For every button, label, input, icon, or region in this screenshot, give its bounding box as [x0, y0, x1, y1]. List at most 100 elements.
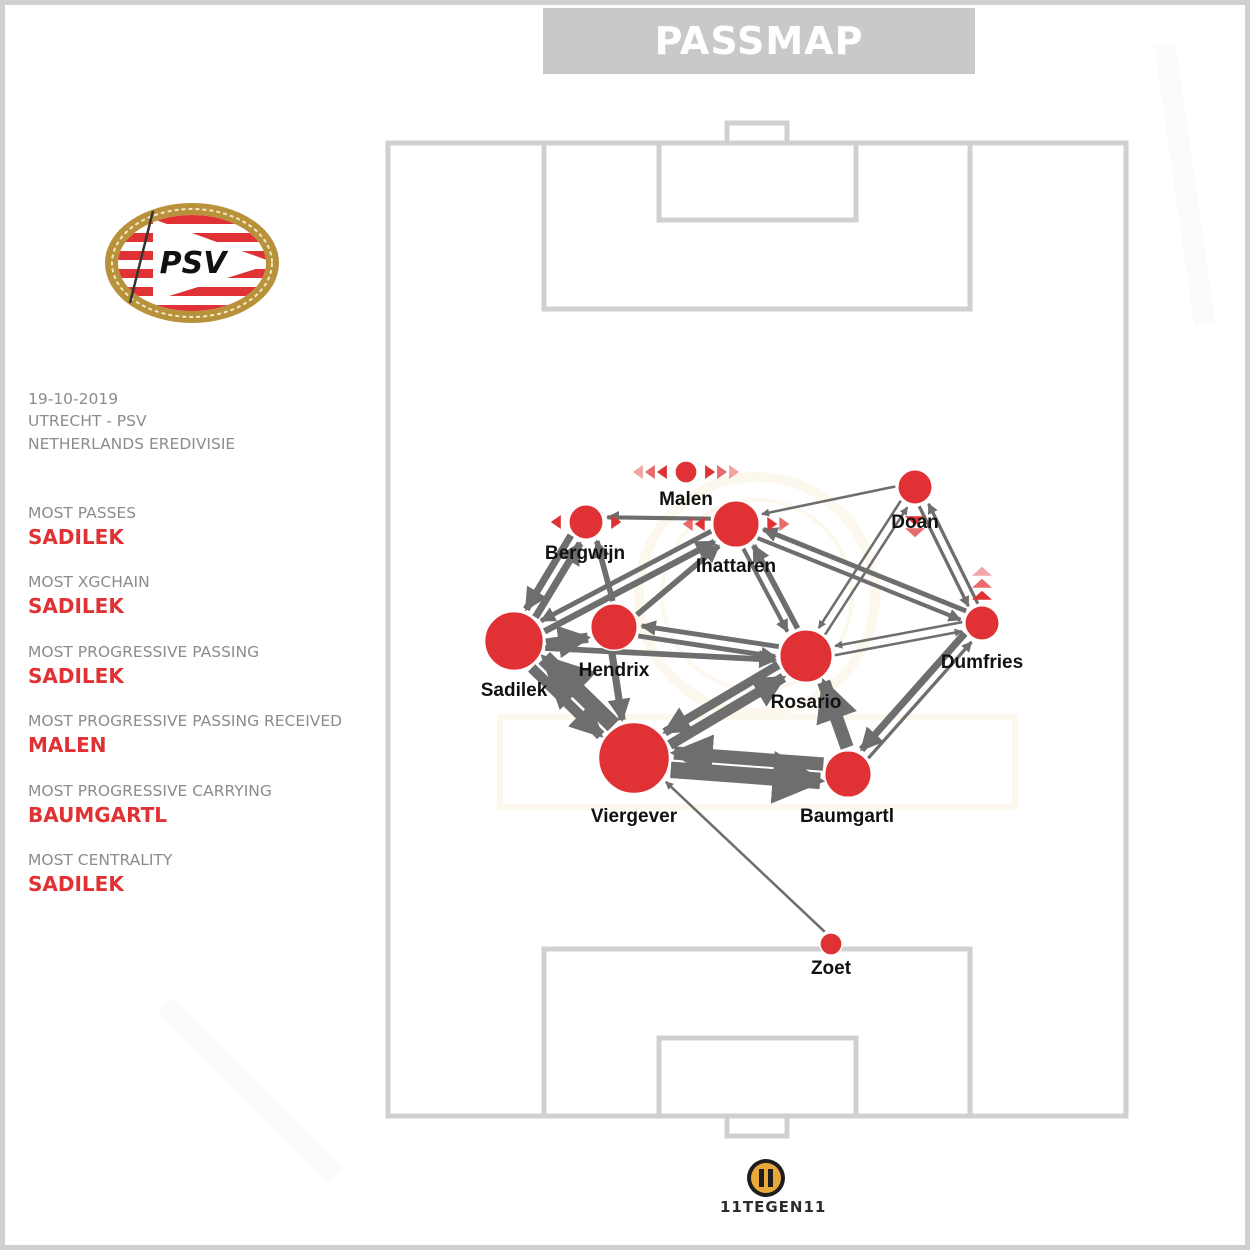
player-label-doan: Doan — [891, 512, 939, 533]
pass-hendrix-to-bergwijn — [592, 539, 616, 602]
logo-text: PSV — [160, 246, 230, 281]
pass-sadilek-to-viergever — [528, 664, 605, 740]
indicator-doan-down-1 — [905, 516, 925, 526]
indicator-malen-left-2 — [644, 465, 655, 479]
goal-area-top — [656, 140, 859, 223]
stat-label-most-centrality: MOST CENTRALITY — [28, 851, 173, 869]
player-label-baumgartl: Baumgartl — [800, 806, 894, 827]
indicator-dumfries-up-3 — [972, 566, 992, 576]
pass-hendrix-to-viergever — [607, 652, 631, 723]
indicator-ihattaren-left-2 — [682, 517, 693, 531]
pass-rosario-to-viergever — [662, 661, 781, 737]
pass-zoet-to-viergever — [664, 780, 826, 933]
goal-bottom — [724, 1113, 790, 1139]
player-node-hendrix — [589, 602, 639, 652]
pass-hendrix-to-rosario — [637, 633, 777, 663]
player-node-doan — [897, 469, 933, 505]
player-label-sadilek: Sadilek — [481, 680, 548, 701]
pass-rosario-to-ihattaren — [751, 543, 801, 630]
pass-edges — [523, 485, 980, 933]
pass-rosario-to-doan — [824, 506, 909, 636]
stat-label-most-progressive-passing: MOST PROGRESSIVE PASSING — [28, 643, 260, 661]
logo-stripes — [118, 215, 266, 311]
pass-ihattaren-to-rosario — [741, 547, 790, 633]
pass-sadilek-to-ihattaren — [543, 538, 717, 635]
background-watermark — [157, 43, 1216, 1183]
player-node-sadilek — [483, 610, 545, 672]
stat-value-most-progressive-passing-received: MALEN — [28, 733, 107, 757]
indicator-malen-right-3 — [729, 465, 740, 479]
indicator-ihattaren-right-1 — [767, 517, 778, 531]
club-logo-icon: PSV — [105, 203, 279, 323]
stat-value-most-xgchain: SADILEK — [28, 594, 124, 618]
player-label-rosario: Rosario — [771, 692, 842, 713]
brand-text: 11TEGEN11 — [720, 1198, 827, 1216]
indicator-doan-down-2 — [905, 528, 925, 538]
indicator-bergwijn-right-1 — [611, 515, 622, 529]
indicator-ihattaren-left-1 — [694, 517, 705, 531]
player-label-bergwijn: Bergwijn — [545, 543, 625, 564]
stat-label-most-passes: MOST PASSES — [28, 504, 137, 522]
player-node-viergever — [597, 721, 671, 795]
indicator-dumfries-up-2 — [972, 578, 992, 588]
pitch-markings — [385, 120, 1129, 1139]
stat-label-most-progressive-passing-received: MOST PROGRESSIVE PASSING RECEIVED — [28, 712, 343, 730]
indicator-malen-right-2 — [717, 465, 728, 479]
indicator-malen-left-1 — [656, 465, 667, 479]
progression-indicators — [550, 465, 992, 600]
pass-hendrix-to-ihattaren — [635, 543, 721, 618]
stat-value-most-progressive-passing: SADILEK — [28, 664, 124, 688]
logo-laurel — [111, 208, 273, 318]
pass-dumfries-to-baumgartl — [858, 631, 968, 752]
player-node-rosario — [778, 628, 834, 684]
pass-baumgartl-to-rosario — [816, 677, 857, 750]
logo-flagpole — [128, 210, 155, 304]
player-node-malen — [674, 460, 698, 484]
penalty-area-bottom — [541, 946, 973, 1119]
player-label-zoet: Zoet — [811, 958, 852, 979]
pass-sadilek-to-rosario — [544, 645, 778, 669]
pass-dumfries-to-doan — [927, 502, 980, 605]
indicator-malen-left-3 — [632, 465, 643, 479]
player-label-malen: Malen — [659, 489, 713, 510]
pass-doan-to-dumfries — [917, 505, 970, 608]
pass-doan-to-rosario — [817, 500, 902, 629]
stat-label-most-xgchain: MOST XGCHAIN — [28, 573, 150, 591]
indicator-malen-right-1 — [705, 465, 716, 479]
player-node-dumfries — [964, 605, 1000, 641]
page-title: PASSMAP — [654, 19, 864, 63]
brand-logo-icon — [747, 1159, 785, 1197]
indicator-ihattaren-right-2 — [779, 517, 790, 531]
player-label-dumfries: Dumfries — [941, 652, 1023, 673]
player-label-viergever: Viergever — [591, 806, 678, 827]
match-fixture: UTRECHT - PSV — [28, 412, 147, 430]
indicator-dumfries-up-1 — [972, 590, 992, 600]
player-label-ihattaren: Ihattaren — [696, 556, 776, 577]
pass-viergever-to-baumgartl — [670, 751, 826, 804]
stat-value-most-passes: SADILEK — [28, 525, 124, 549]
stat-value-most-progressive-carrying: BAUMGARTL — [28, 803, 168, 827]
pass-ihattaren-to-bergwijn — [605, 510, 711, 525]
player-node-baumgartl — [823, 749, 873, 799]
pass-sadilek-to-hendrix — [545, 625, 592, 659]
player-label-hendrix: Hendrix — [579, 660, 650, 681]
match-date: 19-10-2019 — [28, 390, 119, 408]
penalty-area-top — [541, 140, 973, 312]
pass-bergwijn-to-sadilek — [523, 533, 574, 612]
stat-label-most-progressive-carrying: MOST PROGRESSIVE CARRYING — [28, 782, 272, 800]
pass-ihattaren-to-sadilek — [539, 529, 713, 623]
player-node-bergwijn — [568, 504, 604, 540]
goal-area-bottom — [656, 1035, 859, 1119]
pass-ihattaren-to-dumfries — [756, 536, 962, 622]
goal-top — [724, 120, 790, 146]
title-bar: PASSMAP — [543, 8, 975, 74]
pass-dumfries-to-rosario — [834, 620, 963, 649]
stat-value-most-centrality: SADILEK — [28, 872, 124, 896]
pass-baumgartl-to-dumfries — [867, 640, 973, 760]
player-node-ihattaren — [711, 499, 761, 549]
pass-baumgartl-to-viergever — [669, 734, 824, 778]
indicator-bergwijn-left-1 — [550, 515, 561, 529]
